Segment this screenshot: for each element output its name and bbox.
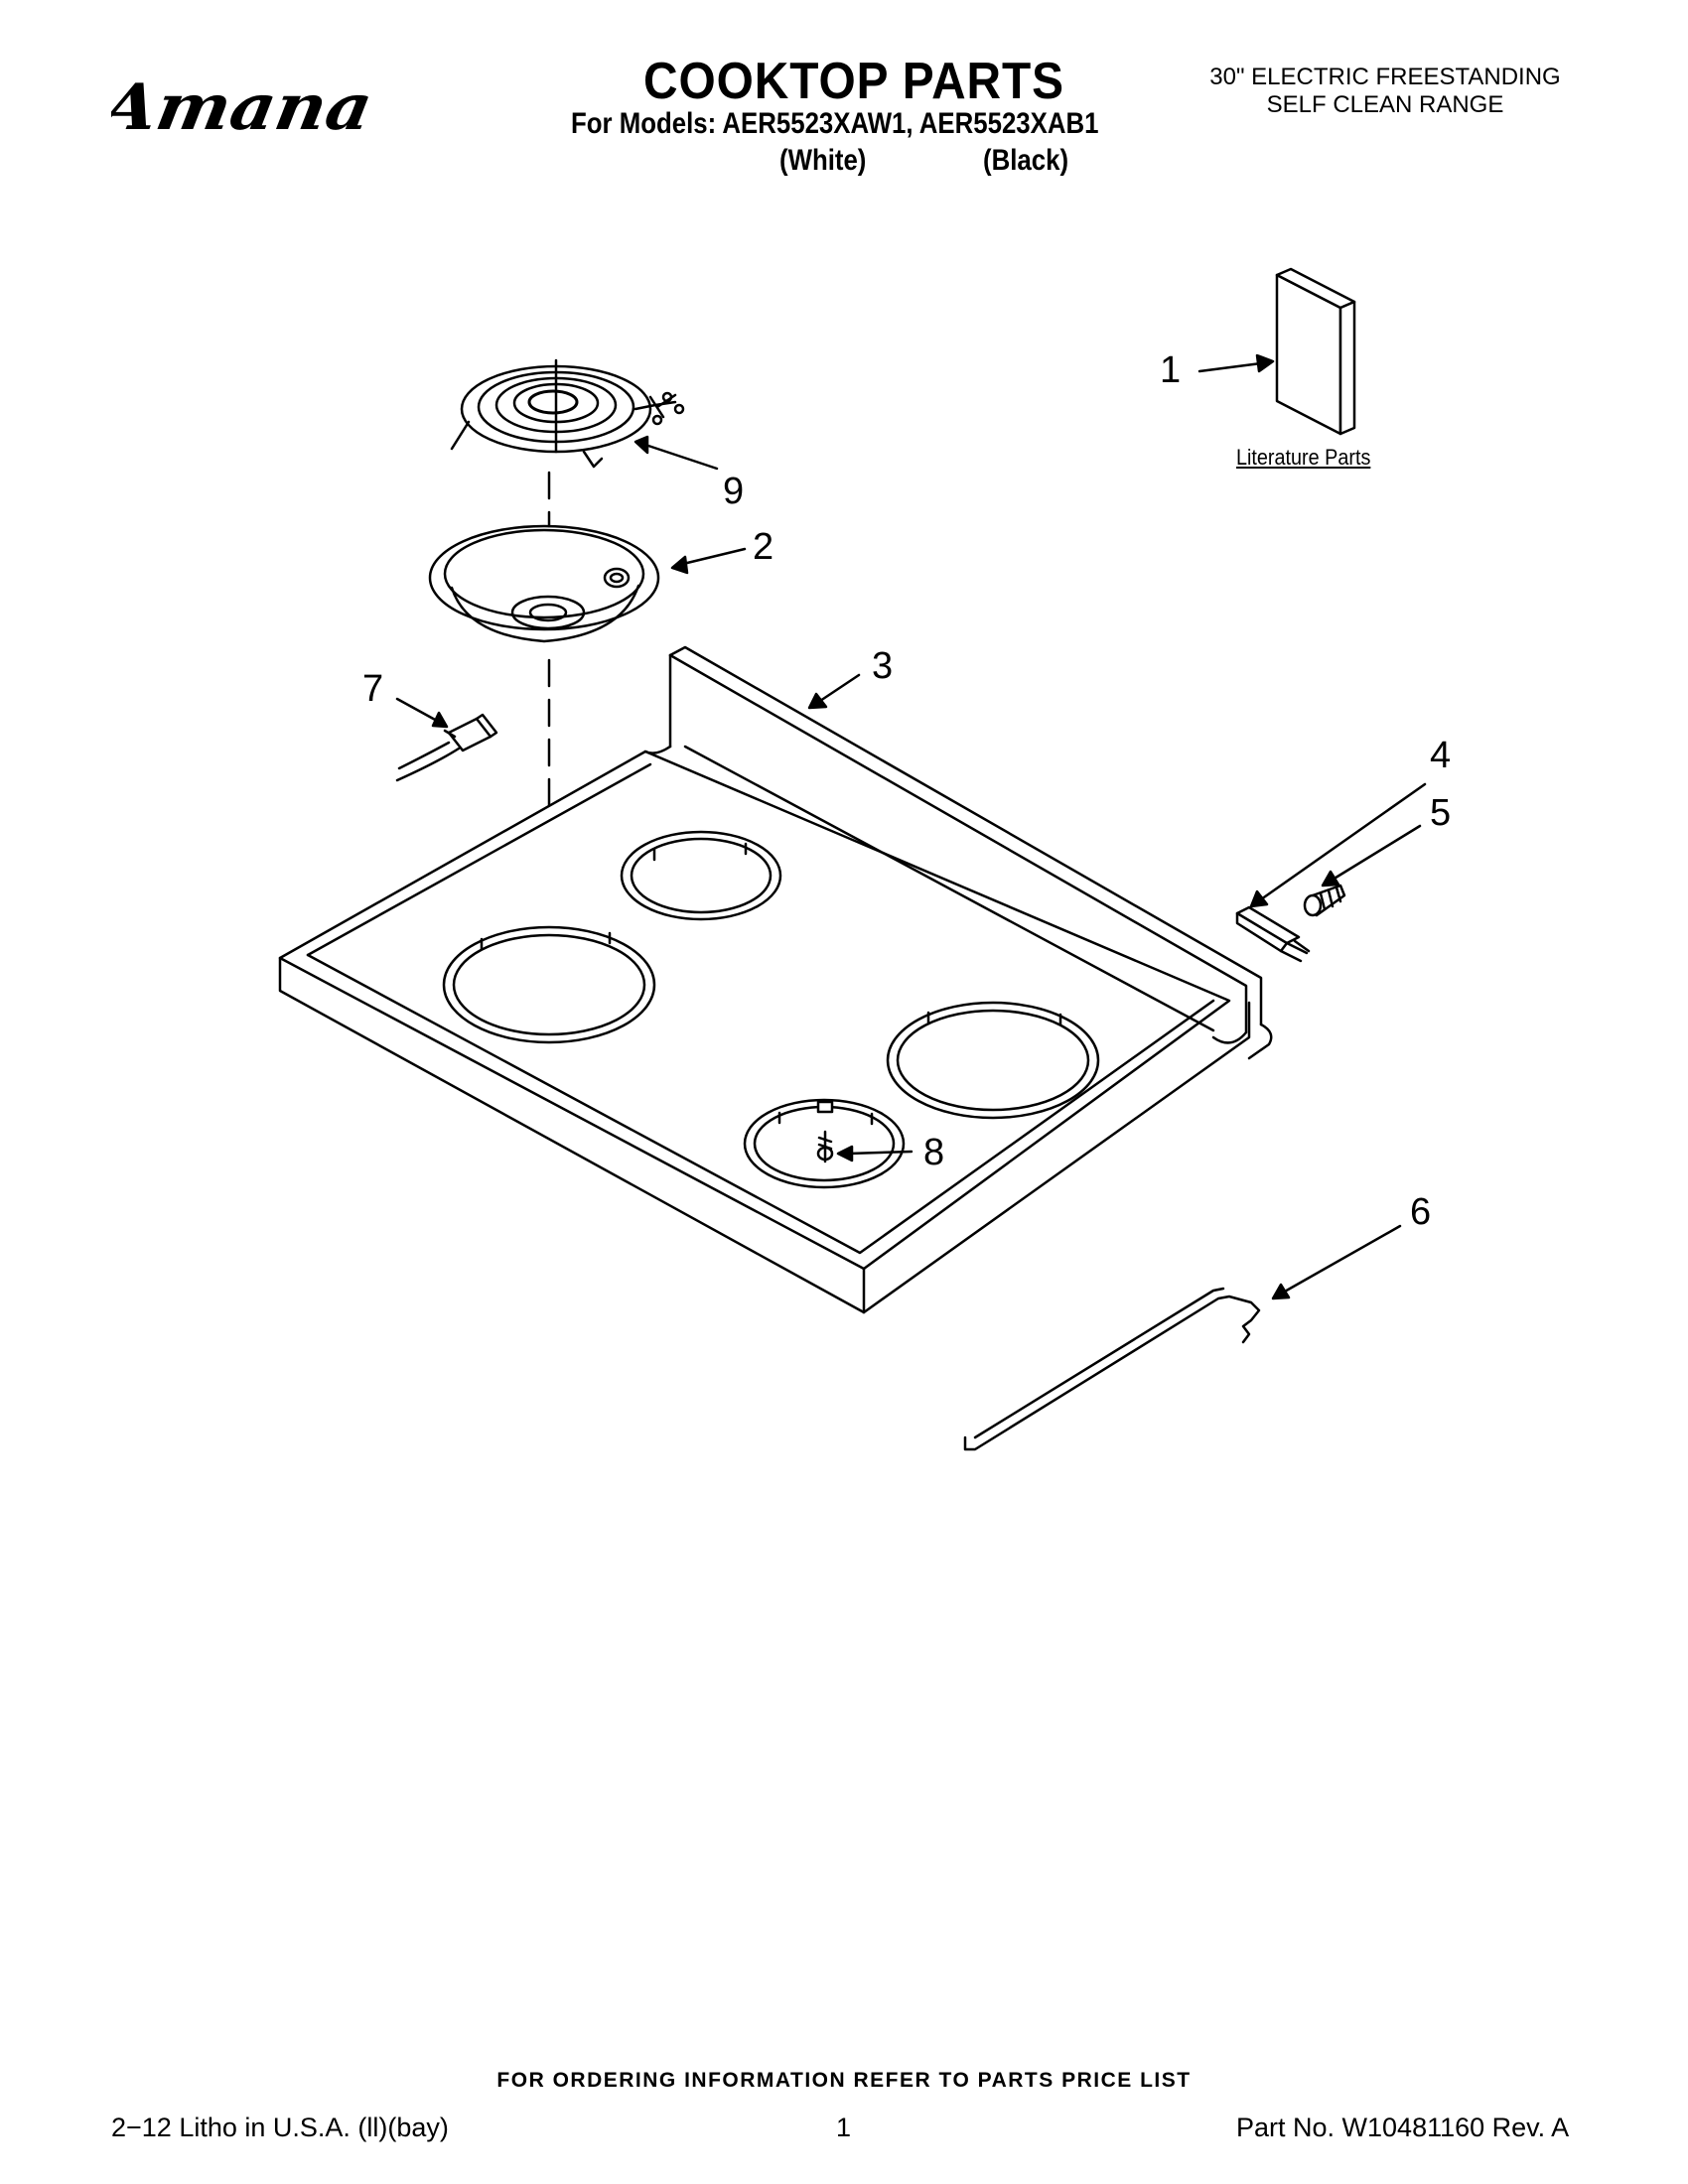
callout-1: 1 — [1160, 349, 1182, 391]
range-type-line-1: 30" ELECTRIC FREESTANDING — [1209, 64, 1561, 90]
support-rod — [963, 1287, 1261, 1451]
callout-6: 6 — [1410, 1191, 1432, 1233]
cooktop — [278, 645, 1273, 1314]
callout-2: 2 — [753, 526, 774, 568]
bracket-screw — [1303, 884, 1346, 917]
page-title: COOKTOP PARTS — [643, 53, 1064, 110]
part-number: Part No. W10481160 Rev. A — [1236, 2113, 1570, 2142]
model-numbers: For Models: AER5523XAW1, AER5523XAB1 — [571, 107, 1099, 140]
range-type-line-2: SELF CLEAN RANGE — [1266, 91, 1504, 118]
callout-8: 8 — [923, 1132, 945, 1173]
mounting-bracket — [1235, 905, 1311, 963]
callout-4: 4 — [1430, 735, 1452, 776]
range-type: 30" ELECTRIC FREESTANDING SELF CLEAN RAN… — [1177, 64, 1594, 119]
literature-parts-label: Literature Parts — [1236, 445, 1371, 470]
terminal-block — [395, 713, 498, 782]
callout-9: 9 — [723, 471, 745, 512]
svg-text:Amana: Amana — [111, 69, 378, 141]
color-white-label: (White) — [779, 144, 867, 177]
drip-bowl — [428, 524, 660, 643]
literature-booklet — [1275, 267, 1356, 436]
callout-5: 5 — [1430, 792, 1452, 834]
page-number: 1 — [836, 2113, 852, 2142]
screw — [816, 1100, 834, 1163]
litho-info: 2−12 Litho in U.S.A. (ll)(bay) — [111, 2113, 449, 2142]
color-black-label: (Black) — [983, 144, 1069, 177]
callout-7: 7 — [362, 668, 384, 710]
callout-arrows — [395, 353, 1427, 1300]
callout-3: 3 — [872, 645, 894, 687]
surface-element — [450, 358, 685, 469]
brand-logo: Amana — [111, 69, 378, 141]
ordering-info: FOR ORDERING INFORMATION REFER TO PARTS … — [496, 2069, 1192, 2092]
